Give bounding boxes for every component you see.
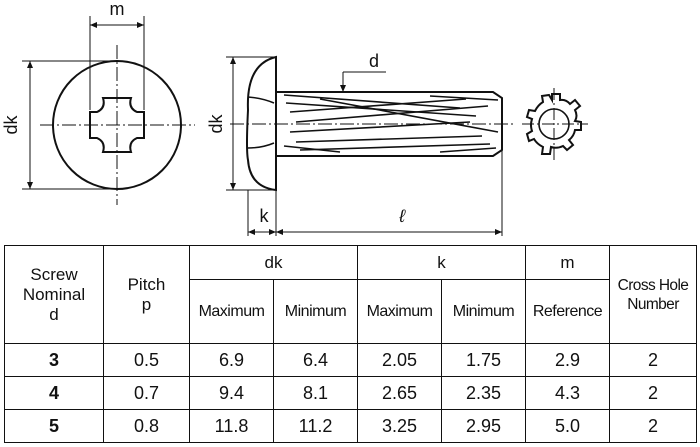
cell-dk-max: 11.8 xyxy=(189,409,274,443)
cell-dk-min: 6.4 xyxy=(273,343,358,377)
cell-k-min: 2.95 xyxy=(441,409,526,443)
table-row: 4 0.7 9.4 8.1 2.65 2.35 4.3 2 xyxy=(4,376,697,410)
header-cross-hole-number: Cross Hole Number xyxy=(609,245,697,344)
header-m: m xyxy=(525,245,610,280)
header-pitch-line: Pitch xyxy=(127,274,166,294)
cell-k-max: 2.65 xyxy=(357,376,442,410)
side-view xyxy=(226,55,515,236)
header-d-line: d xyxy=(49,304,59,324)
d-dimension-label: d xyxy=(369,51,379,71)
helical-flutes xyxy=(283,94,499,153)
m-dimension-label: m xyxy=(110,0,125,19)
header-number-line: Number xyxy=(627,295,679,313)
dk-side-dimension-label: dk xyxy=(206,113,226,133)
header-k-maximum: Maximum xyxy=(357,279,442,344)
header-k: k xyxy=(357,245,526,280)
cell-dk-min: 8.1 xyxy=(273,376,358,410)
header-screw-nominal: Screw Nominal d xyxy=(4,245,104,344)
cross-recess-icon xyxy=(89,97,145,153)
cell-pitch: 0.7 xyxy=(103,376,190,410)
screw-technical-drawing: m dk xyxy=(1,0,588,236)
header-m-reference: Reference xyxy=(525,279,610,344)
header-dk-minimum: Minimum xyxy=(273,279,358,344)
header-dk-maximum: Maximum xyxy=(189,279,274,344)
table-row: 3 0.5 6.9 6.4 2.05 1.75 2.9 2 xyxy=(4,343,697,377)
header-k-minimum: Minimum xyxy=(441,279,526,344)
cell-k-max: 2.05 xyxy=(357,343,442,377)
header-p-line: p xyxy=(141,294,152,314)
screw-head-outline xyxy=(246,55,277,192)
header-screw-line: Screw xyxy=(30,264,78,284)
dk-front-dimension-label: dk xyxy=(1,114,21,134)
cell-cross-hole: 2 xyxy=(609,343,697,377)
cell-k-max: 3.25 xyxy=(357,409,442,443)
cell-cross-hole: 2 xyxy=(609,376,697,410)
cell-k-min: 2.35 xyxy=(441,376,526,410)
header-nominal-line: Nominal xyxy=(22,284,86,304)
cell-nominal: 5 xyxy=(4,409,104,443)
cell-nominal: 3 xyxy=(4,343,104,377)
end-view-cross-section xyxy=(522,88,588,160)
cell-dk-max: 9.4 xyxy=(189,376,274,410)
specification-table: Screw Nominal d Pitch p dk k m Cross Hol… xyxy=(4,245,697,443)
table-row: 5 0.8 11.8 11.2 3.25 2.95 5.0 2 xyxy=(4,409,697,443)
header-cross-hole-line: Cross Hole xyxy=(617,276,689,294)
gear-section-outline xyxy=(525,93,582,155)
l-dimension-label: ℓ xyxy=(398,206,406,226)
cell-m-ref: 5.0 xyxy=(525,409,610,443)
cell-k-min: 1.75 xyxy=(441,343,526,377)
header-pitch: Pitch p xyxy=(103,245,190,344)
cell-cross-hole: 2 xyxy=(609,409,697,443)
cell-dk-max: 6.9 xyxy=(189,343,274,377)
front-view xyxy=(22,16,195,205)
cell-pitch: 0.5 xyxy=(103,343,190,377)
cell-nominal: 4 xyxy=(4,376,104,410)
header-dk: dk xyxy=(189,245,358,280)
cell-dk-min: 11.2 xyxy=(273,409,358,443)
cell-pitch: 0.8 xyxy=(103,409,190,443)
k-dimension-label: k xyxy=(260,206,270,226)
cell-m-ref: 4.3 xyxy=(525,376,610,410)
cell-m-ref: 2.9 xyxy=(525,343,610,377)
